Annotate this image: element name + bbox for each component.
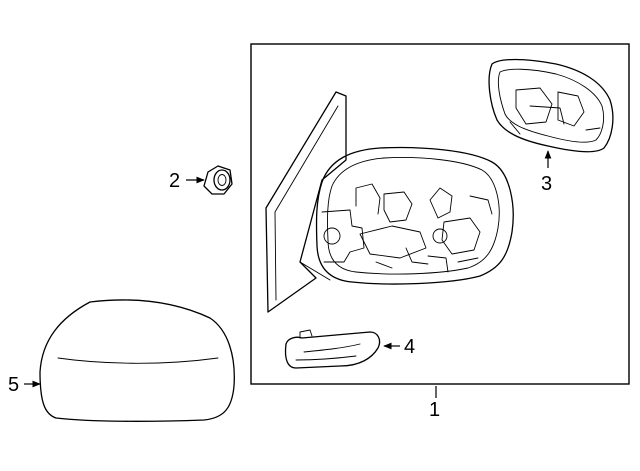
callout-4: 4: [404, 336, 415, 358]
mirror-assembly-part: [265, 91, 514, 313]
turn-lamp-part: [284, 329, 381, 369]
mirror-cover-part: [39, 299, 235, 422]
mirror-glass-part: [488, 58, 614, 153]
callout-5: 5: [8, 374, 19, 396]
callout-1: 1: [429, 399, 440, 421]
callout-3: 3: [541, 173, 552, 195]
callout-2: 2: [169, 170, 180, 192]
nut-part: [203, 165, 233, 195]
assembly-frame: [250, 43, 630, 385]
